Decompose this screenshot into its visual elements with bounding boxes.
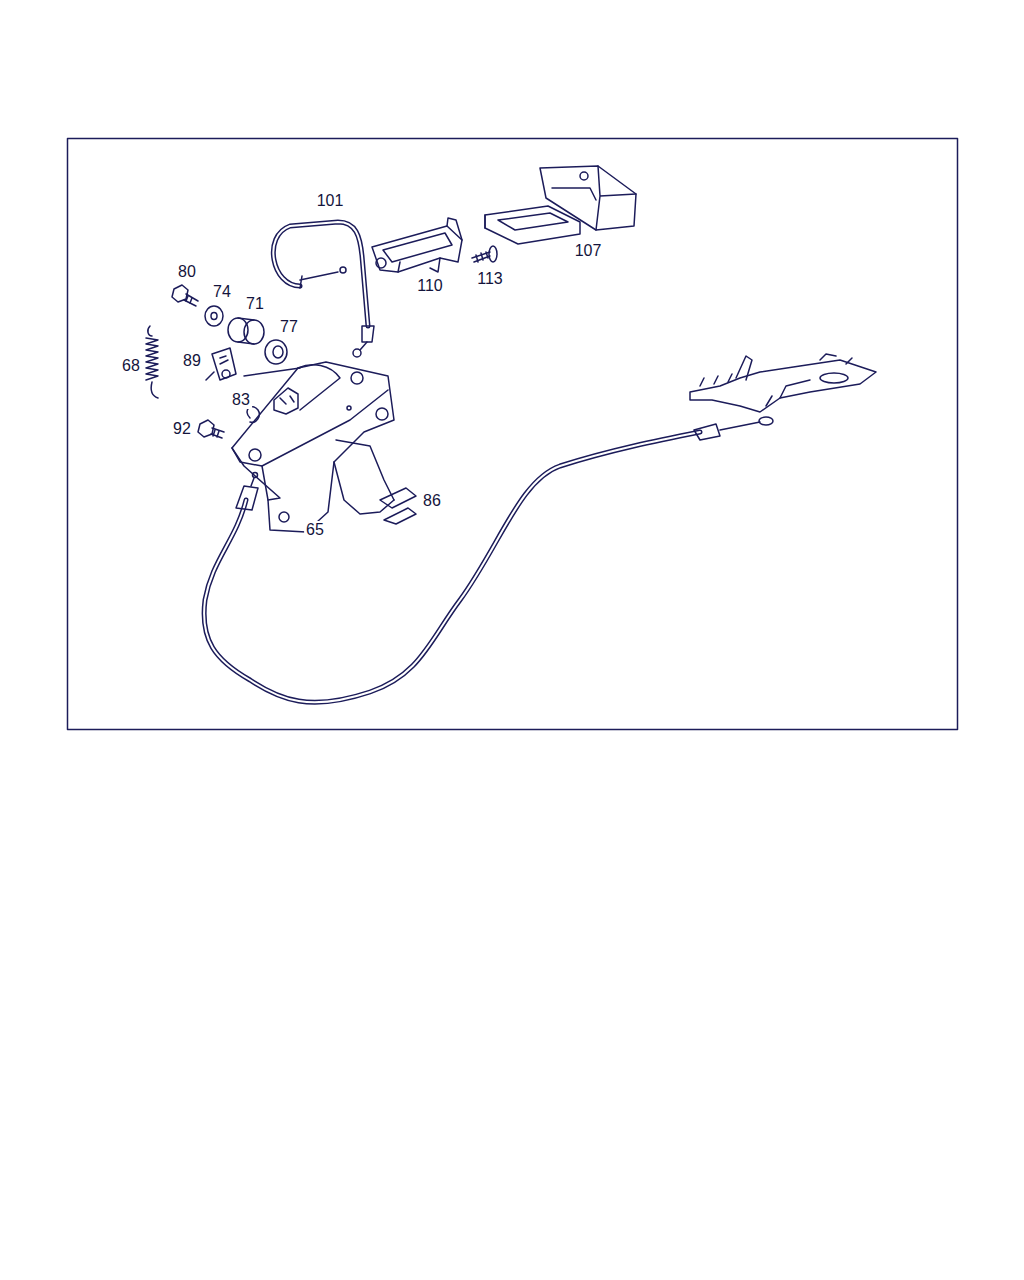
callout-number: 92 bbox=[171, 420, 193, 438]
callout-number: 110 bbox=[415, 277, 445, 295]
callout-number: 77 bbox=[278, 318, 300, 336]
screw-113 bbox=[472, 246, 497, 262]
callout-number: 113 bbox=[475, 270, 505, 288]
clip-89 bbox=[206, 348, 300, 380]
callout-number: 86 bbox=[421, 492, 443, 510]
bolt-80 bbox=[172, 285, 198, 306]
ring-77 bbox=[265, 340, 287, 364]
bolt-92 bbox=[198, 420, 224, 438]
handle-107 bbox=[485, 166, 636, 244]
callout-number: 68 bbox=[120, 357, 142, 375]
callout-number: 107 bbox=[573, 242, 604, 260]
washer-74 bbox=[205, 306, 223, 326]
callout-number: 65 bbox=[304, 521, 326, 539]
frame bbox=[68, 139, 958, 730]
cable-101 bbox=[273, 222, 374, 357]
callout-number: 80 bbox=[176, 263, 198, 281]
callout-number: 83 bbox=[230, 391, 252, 409]
callout-number: 89 bbox=[181, 352, 203, 370]
callout-number: 71 bbox=[244, 295, 266, 313]
callout-number: 101 bbox=[315, 192, 346, 210]
spring-68 bbox=[146, 326, 158, 398]
lever-assembly bbox=[690, 354, 876, 412]
bracket-110 bbox=[372, 218, 462, 272]
pedal-pad-86 bbox=[380, 488, 416, 524]
brake-cable bbox=[204, 417, 773, 702]
circlip-83 bbox=[247, 407, 259, 423]
bushing-71 bbox=[228, 312, 264, 344]
callout-number: 74 bbox=[211, 283, 233, 301]
pedal-assembly-65 bbox=[232, 362, 394, 532]
